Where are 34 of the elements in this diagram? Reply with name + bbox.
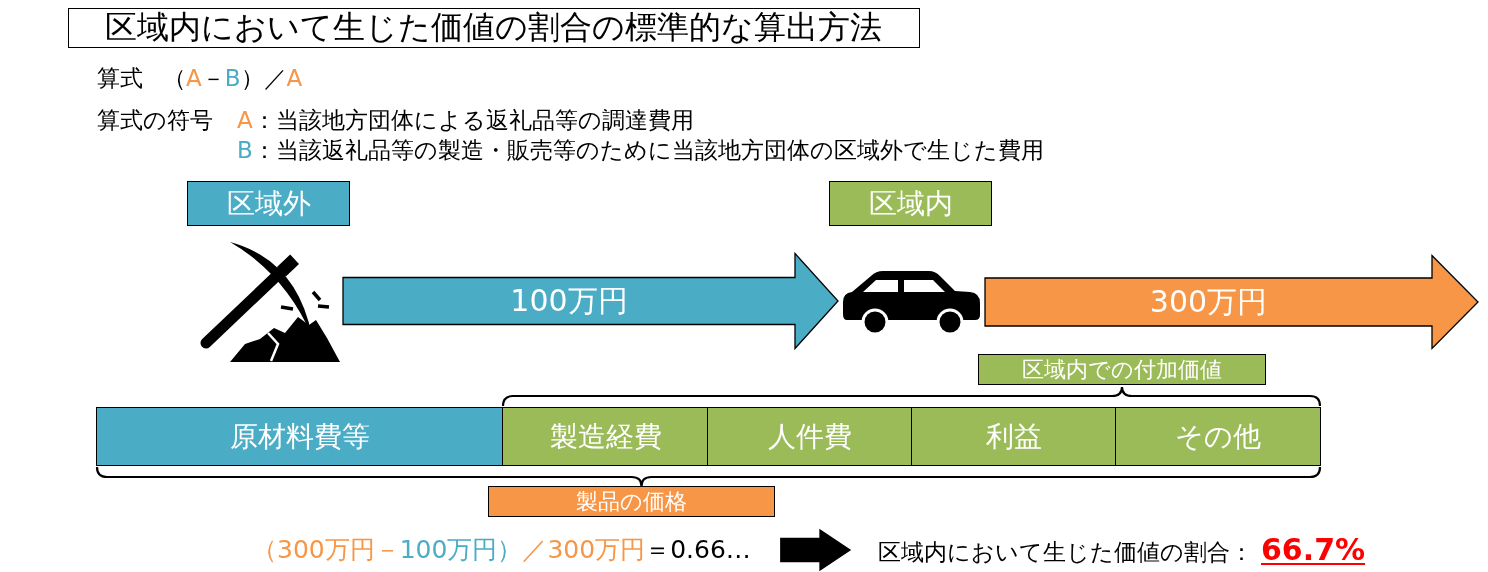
formula-text: （ <box>163 64 186 92</box>
definition-text: ：当該地方団体による返礼品等の調達費用 <box>252 106 694 134</box>
bar-segment: その他 <box>1115 407 1321 466</box>
region-box: 区域外 <box>187 181 350 226</box>
definition-text: ：当該返礼品等の製造・販売等のために当該地方団体の区域外で生じた費用 <box>252 136 1044 164</box>
formula-text: B <box>224 64 241 92</box>
bar-segment: 人件費 <box>707 407 913 466</box>
symbol-letter: B <box>237 136 253 164</box>
block-arrow <box>984 253 1479 351</box>
region-box: 区域内 <box>829 181 992 226</box>
symbol-letter: A <box>237 106 253 134</box>
formula-text: － <box>201 64 225 92</box>
formula-text: （300万円－ <box>252 535 400 565</box>
label-box: 区域内での付加価値 <box>978 354 1266 385</box>
title-box: 区域内において生じた価値の割合の標準的な算出方法 <box>68 8 920 48</box>
formula-text: ／300万円 <box>522 535 646 565</box>
bar-segment: 製造経費 <box>502 407 709 466</box>
edge-label: 100万円 <box>510 283 628 319</box>
result-text: 区域内において生じた価値の割合： <box>878 539 1253 567</box>
formula-text: ＝0.66… <box>645 535 751 565</box>
formula-text: A <box>186 64 202 92</box>
percentage-value: 66.7% <box>1261 532 1366 568</box>
formula-text: A <box>286 64 303 92</box>
bar-segment: 利益 <box>911 407 1117 466</box>
formula-text: ）／ <box>240 64 287 92</box>
edge-label: 300万円 <box>1149 284 1268 320</box>
formula-text: 100万円） <box>399 535 523 565</box>
bar-segment: 原材料費等 <box>96 407 504 466</box>
symbol-label: 算式の符号 <box>97 106 213 134</box>
formula-label: 算式 <box>97 64 143 92</box>
block-arrow <box>780 528 852 572</box>
block-arrow <box>342 251 839 351</box>
label-box: 製品の価格 <box>488 486 775 517</box>
car-icon <box>843 268 980 336</box>
